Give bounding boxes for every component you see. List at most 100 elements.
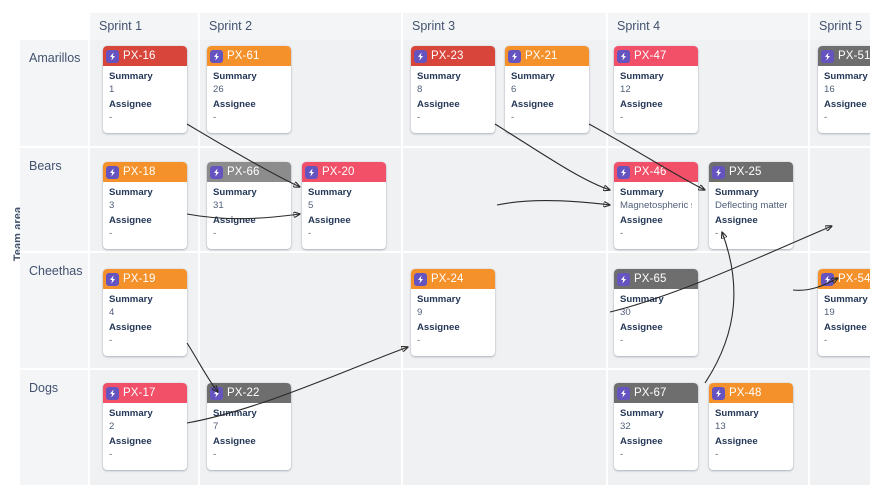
cell-bears-sprint-5[interactable] bbox=[810, 148, 870, 253]
row-label-dogs[interactable]: Dogs bbox=[20, 370, 88, 487]
column-header-sprint-4[interactable]: Sprint 4 bbox=[608, 13, 810, 40]
summary-value: 31 bbox=[213, 200, 224, 211]
assignee-label: Assignee bbox=[620, 99, 663, 110]
epic-bolt-icon bbox=[106, 386, 119, 400]
summary-value: 13 bbox=[715, 421, 726, 432]
summary-label: Summary bbox=[109, 294, 153, 305]
epic-bolt-icon bbox=[712, 165, 725, 179]
card-header: PX-46 bbox=[614, 162, 698, 182]
epic-bolt-icon bbox=[106, 165, 119, 179]
summary-label: Summary bbox=[620, 408, 664, 419]
assignee-label: Assignee bbox=[824, 99, 867, 110]
column-header-sprint-5[interactable]: Sprint 5 bbox=[810, 13, 870, 40]
assignee-label: Assignee bbox=[620, 215, 663, 226]
assignee-value: - bbox=[213, 228, 217, 239]
assignee-value: - bbox=[620, 449, 624, 460]
epic-bolt-icon bbox=[305, 165, 318, 179]
card-header: PX-61 bbox=[207, 46, 291, 66]
summary-value: Magnetospheric s bbox=[620, 200, 692, 211]
epic-bolt-icon bbox=[414, 49, 427, 63]
issue-key: PX-20 bbox=[322, 166, 355, 178]
summary-label: Summary bbox=[417, 294, 461, 305]
assignee-value: - bbox=[511, 112, 515, 123]
summary-label: Summary bbox=[620, 294, 664, 305]
issue-key: PX-47 bbox=[634, 50, 667, 62]
row-label-amarillos[interactable]: Amarillos bbox=[20, 40, 88, 148]
summary-value: 2 bbox=[109, 421, 115, 432]
card-header: PX-17 bbox=[103, 383, 187, 403]
issue-key: PX-51 bbox=[838, 50, 870, 62]
summary-label: Summary bbox=[620, 71, 664, 82]
summary-value: 19 bbox=[824, 307, 835, 318]
summary-label: Summary bbox=[824, 71, 868, 82]
assignee-value: - bbox=[824, 112, 828, 123]
assignee-value: - bbox=[417, 112, 421, 123]
summary-value: 16 bbox=[824, 84, 835, 95]
assignee-label: Assignee bbox=[824, 322, 867, 333]
card-header: PX-65 bbox=[614, 269, 698, 289]
summary-label: Summary bbox=[109, 187, 153, 198]
card-header: PX-16 bbox=[103, 46, 187, 66]
card-header: PX-66 bbox=[207, 162, 291, 182]
card-header: PX-23 bbox=[411, 46, 495, 66]
summary-label: Summary bbox=[213, 187, 257, 198]
assignee-value: - bbox=[109, 112, 113, 123]
epic-bolt-icon bbox=[617, 272, 630, 286]
row-label-bears[interactable]: Bears bbox=[20, 148, 88, 253]
row-label-cheethas[interactable]: Cheethas bbox=[20, 253, 88, 370]
epic-bolt-icon bbox=[210, 49, 223, 63]
card-header: PX-22 bbox=[207, 383, 291, 403]
summary-value: 32 bbox=[620, 421, 631, 432]
assignee-label: Assignee bbox=[109, 99, 152, 110]
assignee-label: Assignee bbox=[213, 99, 256, 110]
assignee-value: - bbox=[824, 335, 828, 346]
cell-bears-sprint-3[interactable] bbox=[403, 148, 608, 253]
assignee-label: Assignee bbox=[308, 215, 351, 226]
column-header-sprint-2[interactable]: Sprint 2 bbox=[200, 13, 403, 40]
issue-key: PX-21 bbox=[525, 50, 558, 62]
summary-value: 26 bbox=[213, 84, 224, 95]
assignee-label: Assignee bbox=[715, 436, 758, 447]
column-header-sprint-3[interactable]: Sprint 3 bbox=[403, 13, 608, 40]
assignee-value: - bbox=[109, 228, 113, 239]
epic-bolt-icon bbox=[210, 386, 223, 400]
epic-bolt-icon bbox=[106, 49, 119, 63]
issue-key: PX-17 bbox=[123, 387, 156, 399]
assignee-value: - bbox=[109, 335, 113, 346]
cell-dogs-sprint-5[interactable] bbox=[810, 370, 870, 487]
card-header: PX-20 bbox=[302, 162, 386, 182]
cell-dogs-sprint-3[interactable] bbox=[403, 370, 608, 487]
column-header-sprint-1[interactable]: Sprint 1 bbox=[90, 13, 200, 40]
cell-cheethas-sprint-2[interactable] bbox=[200, 253, 403, 370]
